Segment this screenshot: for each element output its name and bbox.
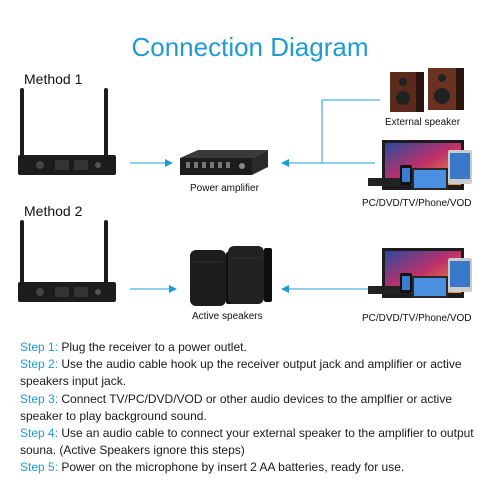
step-4-label: Step 4: — [20, 426, 59, 441]
step-5-text: Power on the microphone by insert 2 AA b… — [61, 460, 405, 475]
step-4-text: Use an audio cable to connect your exter… — [20, 426, 474, 458]
connection-diagram — [18, 68, 472, 306]
power-amplifier-label: Power amplifier — [190, 183, 259, 194]
step-2-text: Use the audio cable hook up the receiver… — [20, 357, 462, 389]
source-devices-2-label: PC/DVD/TV/Phone/VOD — [362, 313, 472, 324]
steps-list: Step 1: Plug the receiver to a power out… — [20, 339, 490, 477]
active-speakers — [190, 246, 272, 306]
step-4: Step 4: Use an audio cable to connect yo… — [20, 425, 490, 459]
connector-lines-method-1 — [281, 99, 380, 167]
method-2-label: Method 2 — [24, 203, 83, 219]
method-1-label: Method 1 — [24, 71, 83, 87]
step-1-label: Step 1: — [20, 340, 59, 354]
source-devices-1-label: PC/DVD/TV/Phone/VOD — [362, 198, 472, 209]
step-1: Step 1: Plug the receiver to a power out… — [20, 339, 490, 356]
step-2: Step 2: Use the audio cable hook up the … — [20, 356, 490, 390]
step-2-label: Step 2: — [20, 357, 59, 372]
power-amplifier — [180, 150, 268, 175]
external-speaker — [390, 68, 464, 112]
page-title: Connection Diagram — [131, 32, 369, 62]
step-3: Step 3: Connect TV/PC/DVD/VOD or other a… — [20, 391, 490, 425]
receiver-2 — [18, 220, 116, 302]
external-speaker-label: External speaker — [385, 117, 461, 128]
active-speakers-label: Active speakers — [192, 311, 263, 322]
source-devices-2 — [368, 248, 472, 298]
step-5: Step 5: Power on the microphone by inser… — [20, 459, 490, 476]
source-devices-1 — [368, 140, 472, 190]
receiver-1 — [18, 88, 116, 175]
step-1-text: Plug the receiver to a power outlet. — [61, 340, 247, 354]
step-3-label: Step 3: — [20, 391, 59, 406]
step-3-text: Connect TV/PC/DVD/VOD or other audio dev… — [20, 391, 452, 423]
step-5-label: Step 5: — [20, 460, 59, 475]
